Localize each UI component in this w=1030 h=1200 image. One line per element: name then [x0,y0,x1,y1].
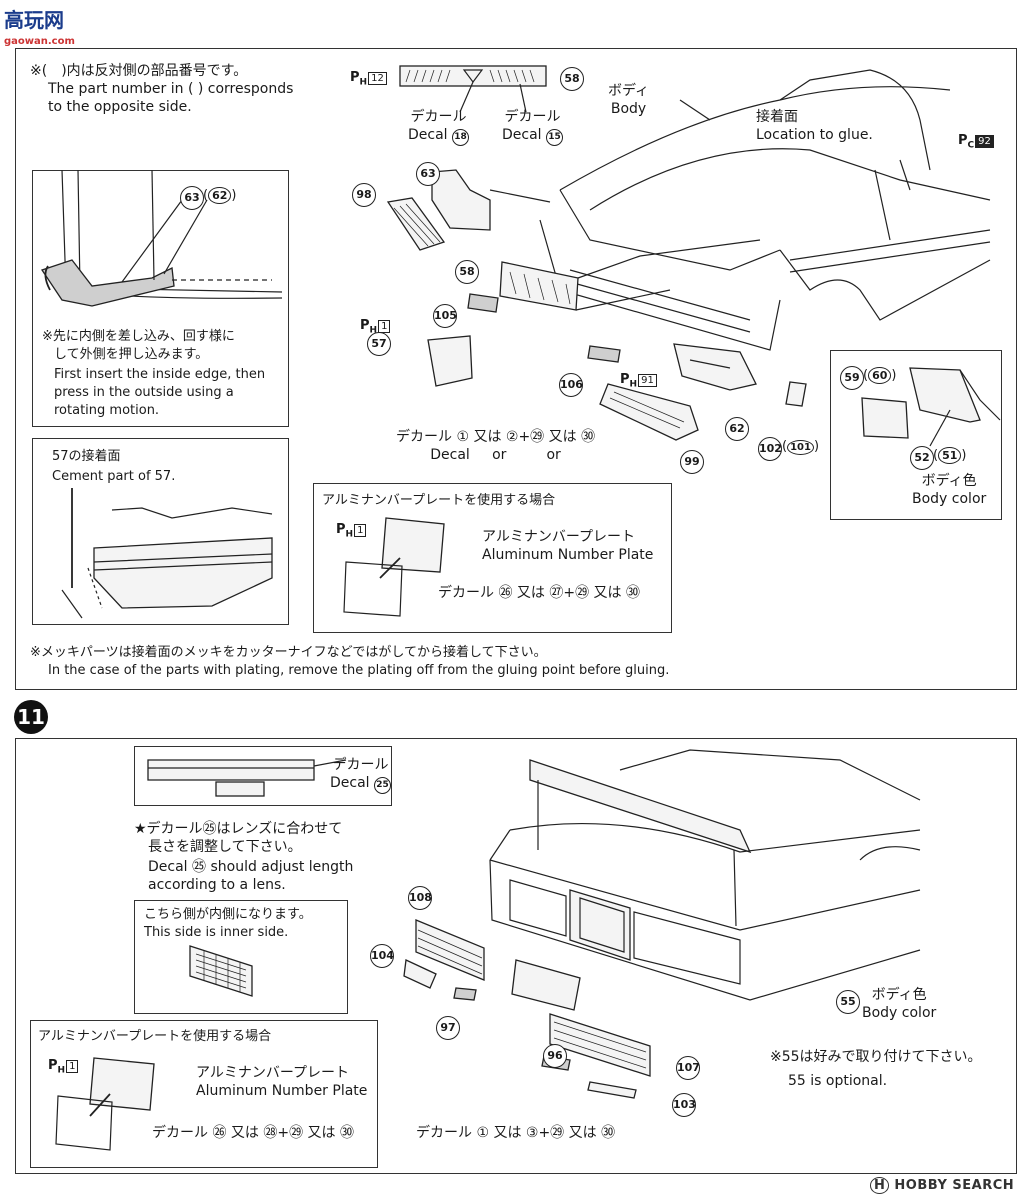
part-62-paren: (62) [203,187,237,204]
rear-aluminum-plate-box [30,1020,378,1168]
part-60-paren: (60) [863,367,897,384]
part-63-callout: 63 [416,162,440,186]
inset1-drawing [40,169,283,307]
rear-alu-decal: デカール ㉖ 又は ㉘+㉙ 又は ㉚ [152,1125,354,1141]
front-plate-decal: デカール ① 又は ②+㉙ 又は ㉚ Decal or or [396,429,596,463]
step-number-badge: 11 [14,700,48,734]
inner-side-lens [189,945,253,997]
part-106-callout: 106 [559,373,583,397]
front-alu-drawing [343,517,445,617]
rear-alu-drawing [55,1057,155,1151]
inset-cement-part-57 [32,438,289,625]
part-107-callout: 107 [676,1056,700,1080]
part-102-callout: 102 [758,437,782,461]
front-alu-title: アルミナンバープレートを使用する場合 [322,493,556,508]
front-alu-decal: デカール ㉖ 又は ㉗+㉙ 又は ㉚ [438,585,640,601]
spoiler-optional-en: 55 is optional. [788,1073,888,1089]
site-logo: 高玩网 gaowan.com [4,8,75,47]
part-63-callout: 63 [180,186,204,210]
part-101-paren: (101) [782,439,820,455]
part-58-callout-top: 58 [560,67,584,91]
spoiler-optional-jp: ※55は好みで取り付けて下さい。 [770,1049,982,1065]
inset1-en1: First insert the inside edge, then [54,367,266,382]
inner-side-jp: こちら側が内側になります。 [144,907,312,922]
part-62-callout: 62 [725,417,749,441]
part-58-callout-mid: 58 [455,260,479,284]
inset1-en3: rotating motion. [54,403,160,418]
inset2-jp: 57の接着面 [52,449,121,464]
part-55-callout: 55 [836,990,860,1014]
rear-plate-and-lens [511,959,651,1099]
plating-note-jp: ※メッキパーツは接着面のメッキをカッターナイフなどではがしてから接着して下さい。 [30,645,547,660]
grille-parts [386,169,761,387]
inset1-jp1: ※先に内側を差し込み、回す様に [42,329,235,344]
front-aluminum-plate-box [313,483,672,633]
part-105-callout: 105 [433,304,457,328]
inset1-en2: press in the outside using a [54,385,234,400]
decal25-note-en1: Decal ㉕ should adjust length [148,859,354,875]
opposite-side-note-en1: The part number in ( ) corresponds [48,81,294,97]
inset1-jp2: して外側を押し込みます。 [54,347,209,362]
decal25-note-en2: according to a lens. [148,877,286,893]
part-99-callout: 99 [680,450,704,474]
rear-alu-title: アルミナンバープレートを使用する場合 [38,1029,272,1044]
inner-side-inset [134,900,348,1014]
plating-note-en: In the case of the parts with plating, r… [48,663,670,678]
car-front-drawing [539,69,991,351]
part-104-callout: 104 [370,944,394,968]
decal25-note-jp1: ★デカール㉕はレンズに合わせて [134,821,343,837]
part-97-callout: 97 [436,1016,460,1040]
part-98-callout: 98 [352,183,376,207]
headlight-parts [587,343,807,441]
grille-decal-strip [399,65,547,113]
decal25-note-jp2: 長さを調整して下さい。 [148,839,302,855]
rear-plate-decal: デカール ① 又は ③+㉙ 又は ㉚ [416,1125,616,1141]
part-59-callout: 59 [840,366,864,390]
decal25-strip [147,759,347,797]
hobby-search-watermark: H HOBBY SEARCH [870,1177,1014,1194]
part-51-paren: (51) [933,447,967,464]
car-rear-drawing [489,749,921,1001]
mirror-drawing [861,367,1001,447]
opposite-side-note-en2: to the opposite side. [48,99,192,115]
part-57-callout: 57 [367,332,391,356]
inner-side-en: This side is inner side. [144,925,289,940]
inset2-drawing [61,488,273,619]
inset2-en: Cement part of 57. [52,469,176,484]
part-108-callout: 108 [408,886,432,910]
opposite-side-note-jp: ※( )内は反対側の部品番号です。 [30,63,248,79]
part-52-callout: 52 [910,446,934,470]
part-103-callout: 103 [672,1093,696,1117]
part-96-callout: 96 [543,1044,567,1068]
rear-left-parts [403,919,485,1001]
